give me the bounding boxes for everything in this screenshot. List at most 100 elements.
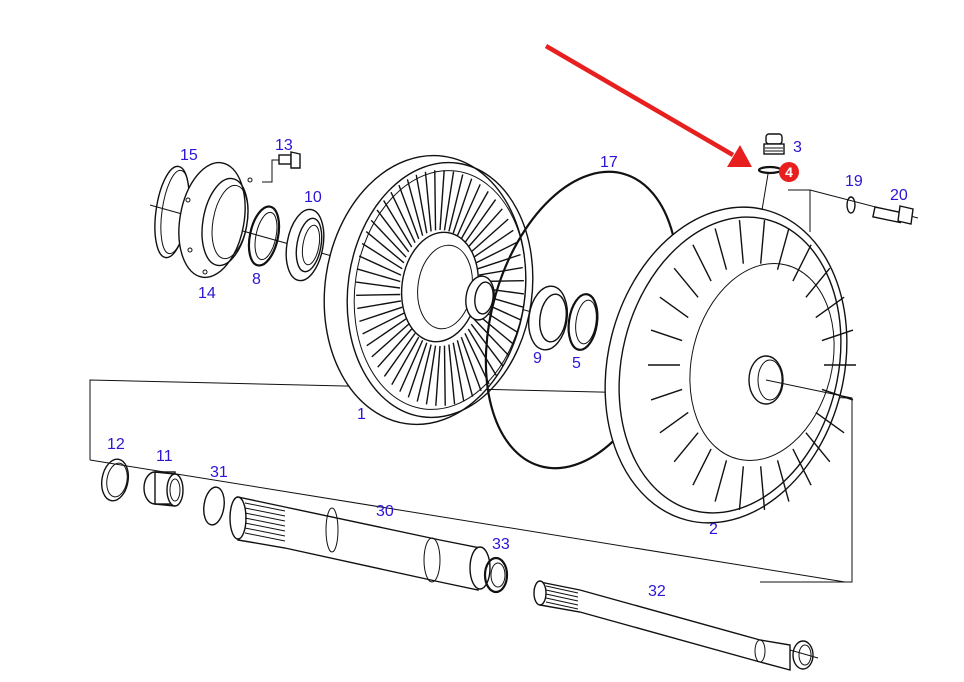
- housing-fin: [776, 460, 790, 502]
- turbine-blade: [371, 323, 410, 358]
- turbine-blade: [452, 342, 465, 402]
- part-13-bolt: [262, 151, 301, 183]
- highlight-arrow: [544, 44, 752, 167]
- part-11-bushing: [143, 471, 184, 507]
- turbine-blade: [365, 231, 405, 264]
- housing-fin: [659, 296, 689, 319]
- part-4-sealing-ring: [757, 165, 783, 211]
- turbine-blade: [356, 268, 401, 283]
- turbine-blade: [467, 328, 497, 376]
- housing-fin: [805, 267, 831, 298]
- housing-fin: [759, 466, 766, 510]
- label-part-3: 3: [793, 139, 802, 156]
- housing-fin: [738, 466, 745, 510]
- turbine-blade: [456, 184, 481, 237]
- housing-fin: [759, 220, 766, 264]
- part-14-flange: [178, 161, 253, 279]
- shaft-spline: [244, 517, 286, 527]
- turbine-blade: [456, 340, 474, 397]
- turbine-blade: [376, 209, 410, 253]
- housing-fin: [714, 460, 728, 502]
- turbine-blade: [425, 345, 437, 405]
- part-31-snap-ring: [203, 486, 225, 526]
- turbine-blade: [356, 293, 401, 297]
- turbine-blade: [362, 312, 405, 335]
- part-9-bearing: [527, 285, 569, 351]
- part-33-needle-bearing: [483, 556, 509, 594]
- turbine-blade: [477, 253, 521, 270]
- label-part-8: 8: [252, 271, 261, 288]
- turbine-blade: [361, 242, 403, 270]
- part-5-seal: [567, 293, 599, 351]
- turbine-blade: [377, 328, 413, 368]
- shaft-spline: [244, 507, 286, 517]
- part-1-turbine-wheel: [323, 154, 534, 426]
- housing-fin: [650, 388, 683, 401]
- label-part-30: 30: [376, 503, 394, 520]
- shaft-spline: [244, 502, 286, 512]
- turbine-blade: [470, 218, 509, 253]
- turbine-blade: [473, 318, 510, 357]
- housing-fin: [805, 432, 831, 463]
- part-20-bolt: [872, 205, 914, 225]
- housing-fin: [821, 329, 854, 342]
- turbine-blade: [358, 255, 402, 276]
- turbine-blade: [439, 170, 445, 231]
- turbine-blade: [406, 179, 424, 236]
- turbine-blade: [434, 170, 437, 231]
- shaft-spline: [545, 589, 579, 598]
- shaft-spline: [244, 512, 286, 522]
- housing-fin: [650, 329, 683, 342]
- housing-fin: [673, 432, 699, 463]
- part-3-plug: [763, 133, 785, 155]
- label-part-11: 11: [156, 448, 173, 465]
- part-30-splined-shaft: [229, 496, 491, 591]
- label-part-5: 5: [572, 355, 581, 372]
- turbine-blade: [448, 344, 456, 405]
- label-part-12: 12: [107, 436, 125, 453]
- turbine-blade: [383, 200, 413, 248]
- housing-fin: [776, 228, 790, 270]
- turbine-blade: [424, 171, 432, 232]
- turbine-blade: [464, 199, 497, 244]
- housing-fin: [692, 448, 712, 486]
- label-part-9: 9: [533, 350, 542, 367]
- housing-fin: [815, 296, 845, 319]
- part-8-seal: [247, 205, 281, 267]
- housing-fin: [792, 448, 812, 486]
- part-32-drive-shaft: [533, 580, 819, 671]
- turbine-blade: [452, 178, 473, 234]
- shaft-spline: [545, 601, 579, 610]
- shaft-spline: [545, 585, 579, 594]
- turbine-blade: [390, 191, 416, 243]
- label-part-10: 10: [304, 189, 322, 206]
- shaft-spline: [545, 593, 579, 602]
- shaft-spline: [244, 522, 286, 532]
- turbine-blade: [399, 339, 424, 392]
- turbine-blade: [356, 281, 401, 289]
- turbine-blade: [443, 345, 446, 406]
- highlight-callout-part-4: 4: [779, 162, 799, 182]
- label-part-19: 19: [845, 173, 863, 190]
- label-part-15: 15: [180, 147, 198, 164]
- label-part-20: 20: [890, 187, 908, 204]
- turbine-blade: [460, 336, 482, 392]
- label-part-13: 13: [275, 137, 293, 154]
- turbine-blade: [464, 333, 490, 385]
- housing-fin: [673, 267, 699, 298]
- label-part-2: 2: [709, 521, 718, 538]
- label-part-33: 33: [492, 536, 510, 553]
- housing-fin: [659, 411, 689, 434]
- turbine-blade: [448, 174, 464, 232]
- turbine-blade: [415, 174, 428, 234]
- housing-fin: [738, 220, 745, 264]
- turbine-blade: [475, 241, 518, 264]
- turbine-blade: [467, 208, 503, 248]
- part-19-washer: [846, 196, 856, 214]
- turbine-blade: [383, 332, 416, 377]
- turbine-blade: [357, 300, 402, 310]
- label-part-31: 31: [210, 464, 228, 481]
- label-part-14: 14: [198, 285, 216, 302]
- turbine-blade: [366, 318, 407, 347]
